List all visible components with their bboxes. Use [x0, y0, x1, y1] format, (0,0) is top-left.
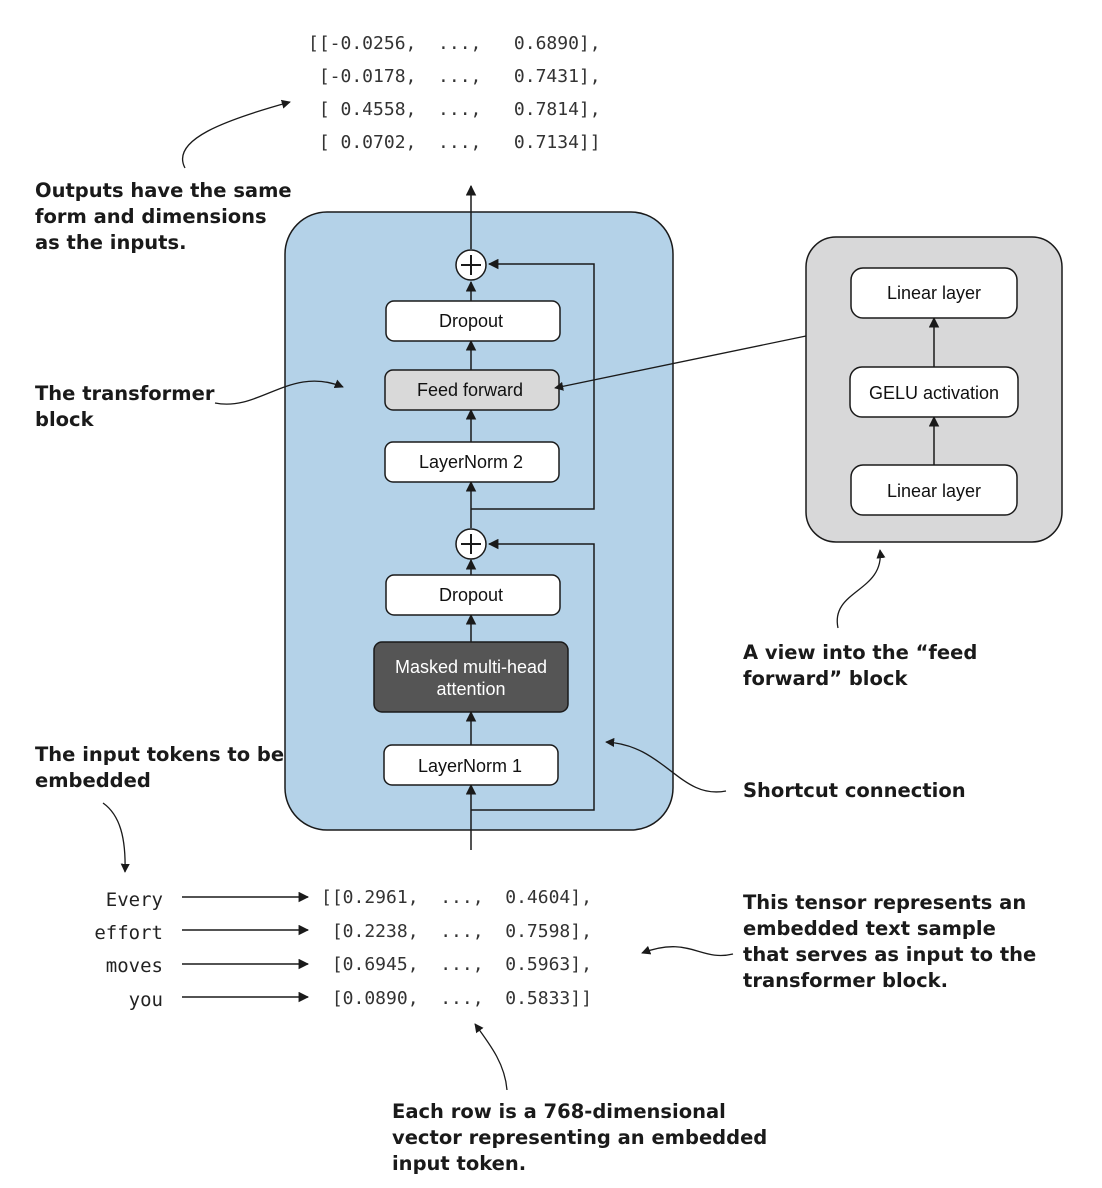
layernorm2-box: LayerNorm 2 — [384, 441, 560, 483]
feed-forward-box: Feed forward — [384, 369, 560, 411]
linear-layer-top-box: Linear layer — [850, 267, 1018, 319]
annotation-input-tokens: The input tokens to be embedded — [35, 743, 284, 873]
output-row: [[-0.0256, ..., 0.6890], — [308, 33, 601, 54]
feed-forward-link-arrow — [554, 335, 807, 391]
annotation-each-row: Each row is a 768-dimensional vector rep… — [392, 1023, 767, 1175]
annotation-arrow — [182, 99, 291, 169]
token-arrows — [182, 891, 310, 1003]
gelu-box: GELU activation — [849, 366, 1019, 418]
token: effort — [94, 922, 163, 944]
annotation-outputs: Outputs have the same form and dimension… — [35, 99, 292, 254]
annotation-line: Each row is a 768-dimensional — [392, 1100, 726, 1123]
layernorm1-box: LayerNorm 1 — [383, 744, 559, 786]
annotation-line: The transformer — [35, 382, 215, 405]
annotation-feed-forward-view: A view into the “feed forward” block — [743, 549, 977, 690]
output-tensor: [[-0.0256, ..., 0.6890], [-0.0178, ..., … — [308, 33, 601, 153]
annotation-line: that serves as input to the — [743, 943, 1036, 966]
layer-label: attention — [436, 679, 505, 699]
input-row: [0.6945, ..., 0.5963], — [321, 954, 592, 975]
output-row: [-0.0178, ..., 0.7431], — [308, 66, 601, 87]
token: moves — [106, 955, 163, 977]
input-row: [0.2238, ..., 0.7598], — [321, 921, 592, 942]
annotation-line: forward” block — [743, 667, 908, 690]
dropout-bottom-box: Dropout — [385, 574, 561, 616]
annotation-line: input token. — [392, 1152, 526, 1175]
annotation-line: This tensor represents an — [743, 891, 1026, 914]
input-row: [0.0890, ..., 0.5833]] — [321, 988, 592, 1009]
annotation-shortcut: Shortcut connection — [605, 737, 966, 802]
layer-label: GELU activation — [869, 383, 999, 403]
layer-label: Feed forward — [417, 380, 523, 400]
add-node-top — [455, 249, 487, 281]
attention-box: Masked multi-head attention — [373, 641, 569, 713]
layer-label: Linear layer — [887, 481, 981, 501]
output-row: [ 0.4558, ..., 0.7814], — [308, 99, 601, 120]
annotation-tensor: This tensor represents an embedded text … — [641, 891, 1036, 992]
annotation-line: form and dimensions — [35, 205, 267, 228]
layer-label: LayerNorm 2 — [419, 452, 523, 472]
token: you — [129, 989, 163, 1011]
annotation-arrow — [641, 945, 734, 957]
layer-label: Dropout — [439, 585, 503, 605]
annotation-line: vector representing an embedded — [392, 1126, 767, 1149]
annotation-line: The input tokens to be — [35, 743, 284, 766]
input-row: [[0.2961, ..., 0.4604], — [321, 887, 592, 908]
annotation-arrow — [474, 1023, 508, 1091]
linear-layer-bottom-box: Linear layer — [850, 464, 1018, 516]
token: Every — [106, 889, 163, 911]
annotation-line: A view into the “feed — [743, 641, 977, 664]
annotation-arrow — [605, 737, 727, 793]
annotation-line: Outputs have the same — [35, 179, 292, 202]
annotation-line: Shortcut connection — [743, 779, 966, 802]
layer-label: LayerNorm 1 — [418, 756, 522, 776]
annotation-arrow — [836, 549, 886, 629]
annotation-line: transformer block. — [743, 969, 948, 992]
annotation-line: as the inputs. — [35, 231, 187, 254]
shortcut-connections — [471, 258, 595, 811]
output-row: [ 0.0702, ..., 0.7134]] — [308, 132, 601, 153]
annotation-line: embedded text sample — [743, 917, 996, 940]
annotation-line: embedded — [35, 769, 151, 792]
layer-label: Dropout — [439, 311, 503, 331]
input-tensor: [[0.2961, ..., 0.4604], [0.2238, ..., 0.… — [321, 887, 592, 1009]
annotation-line: block — [35, 408, 95, 431]
annotation-arrow — [102, 802, 130, 873]
annotation-transformer-block: The transformer block — [35, 379, 344, 431]
add-node-bottom — [455, 528, 487, 560]
input-tokens: Every effort moves you — [94, 889, 163, 1011]
dropout-top-box: Dropout — [385, 300, 561, 342]
shortcut-lower — [471, 538, 595, 811]
shortcut-upper — [471, 258, 595, 510]
layer-label: Masked multi-head — [395, 657, 547, 677]
annotation-arrow — [214, 379, 344, 405]
layer-label: Linear layer — [887, 283, 981, 303]
